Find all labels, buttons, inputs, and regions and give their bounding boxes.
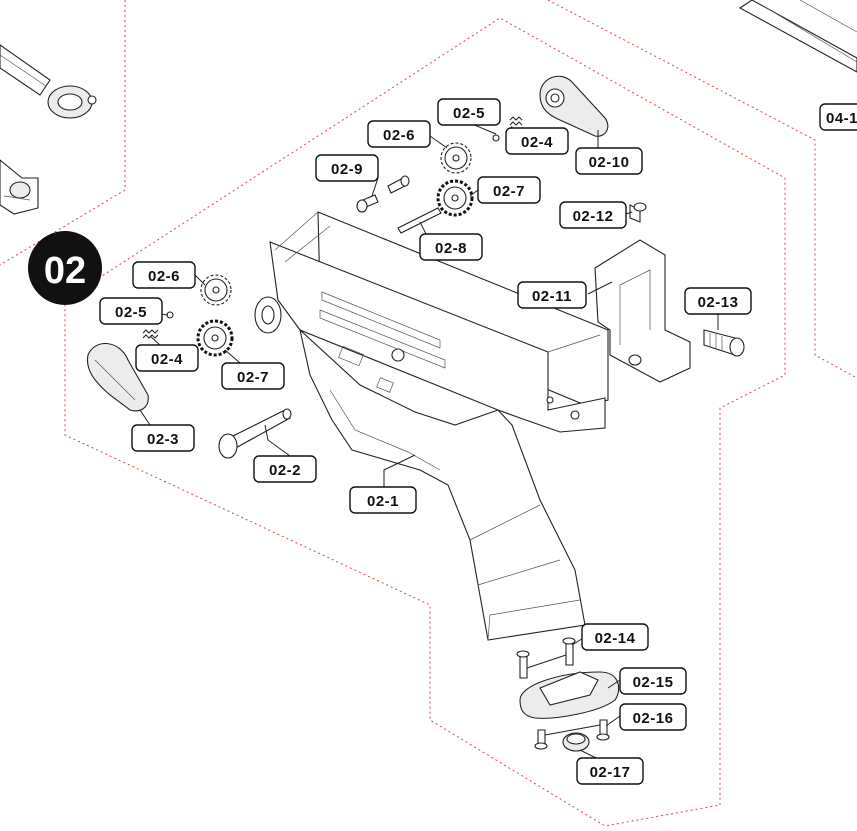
part-02-10-selector-lever	[539, 75, 609, 137]
label-02-6-left: 02-6	[132, 261, 196, 289]
part-02-12-screw	[629, 202, 647, 223]
label-02-2-text: 02-2	[269, 462, 301, 479]
label-02-12: 02-12	[559, 201, 627, 229]
label-02-5-left-text: 02-5	[115, 304, 147, 321]
label-02-17-text: 02-17	[590, 764, 631, 781]
label-02-4-left-text: 02-4	[151, 351, 183, 368]
label-02-1: 02-1	[349, 486, 417, 514]
label-02-9-text: 02-9	[331, 161, 363, 178]
part-02-11-bracket	[594, 239, 691, 383]
label-02-13-text: 02-13	[698, 294, 739, 311]
section-badge: 02	[28, 231, 102, 305]
label-02-15-text: 02-15	[633, 674, 674, 691]
leader-lines	[139, 123, 719, 761]
part-02-17-cap	[562, 732, 590, 752]
label-02-7-left: 02-7	[221, 362, 285, 390]
label-02-11-text: 02-11	[532, 288, 572, 305]
part-02-7-gear-left	[196, 319, 234, 357]
label-02-7-right-text: 02-7	[493, 183, 525, 200]
part-02-3-selector-lever	[86, 342, 149, 412]
part-02-5-ball-right	[492, 134, 500, 142]
label-02-6-right-text: 02-6	[383, 127, 415, 144]
label-02-6-right: 02-6	[367, 120, 431, 148]
adjacent-section-rail	[738, 0, 857, 73]
part-02-15-grip-plate	[519, 671, 620, 719]
part-02-1-lower-receiver	[254, 211, 609, 641]
label-02-16-text: 02-16	[633, 710, 674, 727]
part-02-14-screws	[516, 637, 576, 679]
label-02-4-left: 02-4	[135, 344, 199, 372]
label-02-5-left: 02-5	[99, 297, 163, 325]
label-02-1-text: 02-1	[367, 493, 399, 510]
part-02-13-pin	[703, 329, 745, 357]
label-02-14: 02-14	[581, 623, 649, 651]
label-02-11: 02-11	[517, 281, 587, 309]
label-02-3-text: 02-3	[147, 431, 179, 448]
adjacent-section-parts	[0, 44, 97, 215]
label-02-8: 02-8	[419, 233, 483, 261]
label-02-13: 02-13	[684, 287, 752, 315]
label-04-1-text: 04-1	[826, 110, 857, 127]
label-02-12-text: 02-12	[573, 208, 614, 225]
part-02-16-screws	[534, 719, 610, 750]
label-02-15: 02-15	[619, 667, 687, 695]
label-02-3: 02-3	[131, 424, 195, 452]
label-02-5-right-text: 02-5	[453, 105, 485, 122]
label-02-7-left-text: 02-7	[237, 369, 269, 386]
label-02-5-right: 02-5	[437, 98, 501, 126]
part-02-6-gear-left	[200, 274, 232, 306]
part-02-7-gear-right	[436, 179, 474, 217]
label-02-4-right-text: 02-4	[521, 134, 553, 151]
part-02-6-gear-right	[440, 142, 472, 174]
part-02-9-screws	[356, 175, 410, 213]
label-02-7-right: 02-7	[477, 176, 541, 204]
part-02-8-long-pin	[397, 207, 442, 234]
label-02-10-text: 02-10	[589, 154, 630, 171]
label-02-16: 02-16	[619, 703, 687, 731]
label-02-9: 02-9	[315, 154, 379, 182]
label-04-1-cutoff: 04-1	[819, 103, 857, 131]
part-02-2-pin	[218, 408, 292, 459]
label-02-4-right: 02-4	[505, 127, 569, 155]
label-02-17: 02-17	[576, 757, 644, 785]
label-02-10: 02-10	[575, 147, 643, 175]
section-boundary-main	[64, 17, 786, 827]
label-02-8-text: 02-8	[435, 240, 467, 257]
section-boundary-top-left	[0, 0, 126, 266]
label-02-14-text: 02-14	[595, 630, 636, 647]
section-boundary-right	[547, 0, 857, 379]
part-02-4-spring-right	[509, 116, 523, 126]
label-02-2: 02-2	[253, 455, 317, 483]
label-02-6-left-text: 02-6	[148, 268, 180, 285]
section-badge-text: 02	[44, 250, 86, 292]
